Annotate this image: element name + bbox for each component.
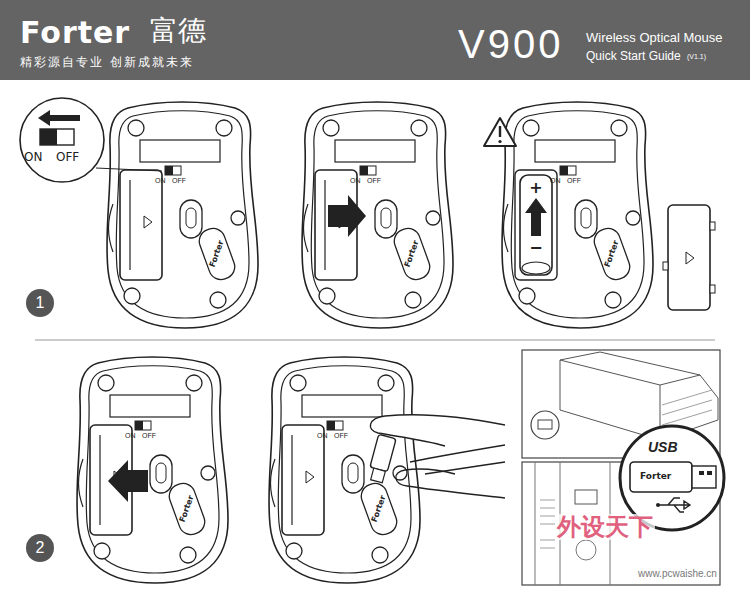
watermark-url: www.pcwaishe.cn — [636, 568, 719, 580]
switch-label: OFF — [334, 432, 348, 439]
switch-label: OFF — [367, 177, 381, 184]
slogan: 精彩源自专业 创新成就未来 — [20, 56, 194, 68]
brand-logo: Forter — [20, 18, 130, 48]
guide-title: Quick Start Guide — [586, 50, 681, 62]
guide-version: (V1.1) — [687, 53, 706, 60]
switch-label: OFF — [142, 432, 156, 439]
switch-label: ON — [350, 177, 361, 184]
step-number-text: 2 — [36, 540, 45, 556]
brand-name: 富德 — [150, 17, 206, 45]
switch-label: ON — [125, 432, 136, 439]
polarity-mark: + — [529, 180, 542, 196]
switch-label: ON — [24, 151, 42, 163]
step-number-text: 1 — [36, 295, 45, 311]
switch-label: OFF — [56, 151, 79, 163]
switch-label: OFF — [567, 177, 581, 184]
polarity-mark: − — [529, 240, 542, 256]
port-label: USB — [648, 440, 678, 454]
step-number: 2 — [26, 534, 54, 562]
receiver-logo: Forter — [640, 472, 671, 481]
switch-label: ON — [550, 177, 561, 184]
product-name: Wireless Optical Mouse — [586, 31, 723, 44]
switch-label: OFF — [172, 177, 186, 184]
model-number: V900 — [458, 24, 563, 64]
step-number: 1 — [26, 289, 54, 317]
watermark: 外设天下 — [555, 514, 655, 540]
switch-label: ON — [317, 432, 328, 439]
switch-label: ON — [155, 177, 166, 184]
